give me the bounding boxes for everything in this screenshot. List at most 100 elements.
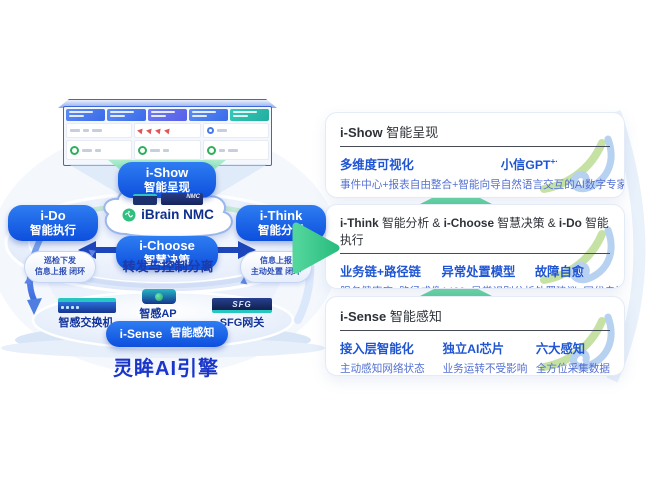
decor-bar [69, 111, 93, 113]
feature-description: 处置建议+网优自闭环 [535, 284, 624, 288]
left-arrow-shaft [94, 247, 118, 253]
card-title-zh: 智能执行 [340, 216, 609, 247]
card-title-en: i-Sense [340, 309, 387, 324]
port-dot [76, 306, 79, 309]
pill-zh-label: 智能感知 [170, 327, 215, 340]
decor-bar [95, 148, 101, 152]
card-title-en: i-Think [340, 216, 379, 230]
card-columns: 业务链+路径链 服务健康度+路径成像 异常处置模型 1400+异常识别分析 故障… [326, 254, 624, 288]
card-title: i-Show 智能呈现 [340, 122, 610, 147]
feature-column: 故障自愈 处置建议+网优自闭环 [534, 262, 624, 288]
device-marking: SFG [232, 299, 252, 309]
feature-heading: 多维度可视化 [340, 158, 414, 172]
decor-bar [192, 111, 216, 113]
dashboard-stat-row [66, 109, 269, 121]
decor-bar [69, 115, 85, 117]
dashboard-gauge-row [66, 140, 269, 160]
feature-heading: 独立AI芯片 [442, 342, 505, 356]
dashboard-stat-card [230, 109, 269, 121]
decor-bar [110, 111, 134, 113]
feature-heading-text: 小信GPT [500, 158, 551, 172]
feature-card-i-show: i-Show 智能呈现 多维度可视化 事件中心+报表自由整合+智能向导 小信GP… [325, 112, 625, 198]
feature-column: 接入层智能化 主动感知网络状态 [340, 339, 443, 375]
gauge-ring-icon [138, 145, 148, 155]
ibrain-brand-row: iBrain NMC [122, 207, 214, 222]
screen-bezel [58, 99, 277, 108]
feature-description: 服务健康度+路径成像 [340, 284, 442, 288]
dashboard-panel [66, 140, 133, 160]
loop-badge-left: 巡检下发 信息上报 闭环 [22, 247, 98, 287]
card-title-zh: 智慧决策 & [494, 216, 559, 230]
engine-title: 灵眸AI引擎 [113, 358, 219, 380]
card-title-zh: 智能呈现 [382, 125, 439, 140]
smart-ap-device [142, 289, 176, 304]
ibrain-logo-icon [122, 208, 136, 221]
decor-bar [163, 148, 170, 152]
feature-card-think-choose-do: i-Think 智能分析 & i-Choose 智慧决策 & i-Do 智能执行… [325, 204, 625, 289]
dashboard-stat-card [107, 109, 146, 121]
port-dot [71, 306, 74, 309]
card-columns: 接入层智能化 主动感知网络状态 独立AI芯片 业务运转不受影响 六大感知 全方位… [326, 331, 624, 375]
sfg-gateway-device: SFG [212, 298, 272, 313]
feature-heading: 小信GPT+· [500, 155, 624, 173]
badge-line: 巡检下发 [44, 256, 76, 266]
feature-column: 独立AI芯片 业务运转不受影响 [442, 339, 536, 375]
decor-bar [151, 115, 167, 117]
badge-line: 信息上报 闭环 [34, 267, 86, 276]
card-columns: 多维度可视化 事件中心+报表自由整合+智能向导 小信GPT+· 自然语言交互的A… [326, 147, 624, 192]
dashboard-panel [134, 123, 201, 138]
dashboard-stat-card [66, 109, 105, 121]
port-dot [66, 306, 69, 309]
decor-bar [227, 148, 238, 152]
feature-column: 小信GPT+· 自然语言交互的AI数字专家 [500, 155, 625, 192]
feature-description: 事件中心+报表自由整合+智能向导 [340, 179, 501, 191]
feature-column: 异常处置模型 1400+异常识别分析 [442, 262, 535, 288]
feature-column: 多维度可视化 事件中心+报表自由整合+智能向导 [340, 155, 501, 192]
card-title: i-Sense 智能感知 [340, 306, 610, 331]
i-do-pill: i-Do 智能执行 [8, 205, 98, 241]
feature-heading: 故障自愈 [534, 265, 585, 279]
decor-bar [70, 129, 80, 132]
separation-label: 转发与控制分离 [122, 259, 214, 274]
gauge-ring-icon [206, 145, 216, 155]
decor-bar [82, 148, 92, 152]
ap-led-icon [155, 292, 163, 301]
card-title-zh: 智能分析 & [378, 216, 444, 230]
trend-up-icon [146, 126, 155, 135]
feature-description: 自然语言交互的AI数字专家 [500, 179, 625, 191]
trend-up-icon [155, 126, 164, 135]
feature-heading: 业务链+路径链 [340, 265, 421, 279]
card-title-zh: 智能感知 [386, 309, 442, 324]
nmc-appliance-icon [133, 194, 157, 205]
feature-column: 六大感知 全方位采集数据 [536, 339, 610, 375]
pill-en-label: i-Choose [139, 237, 195, 253]
smart-switch-device [58, 298, 116, 313]
i-sense-pill: i-Sense 智能感知 [106, 321, 228, 347]
decor-bar [218, 148, 225, 152]
decor-bar [192, 115, 208, 117]
feature-description: 主动感知网络状态 [340, 363, 425, 375]
pill-en-label: i-Sense [119, 326, 163, 341]
decor-bar [233, 115, 249, 117]
sparkle-sup: +· [550, 156, 558, 166]
decor-bar [110, 115, 126, 117]
feature-column: 业务链+路径链 服务健康度+路径成像 [340, 262, 442, 288]
decor-bar [150, 148, 161, 152]
ibrain-nmc-cloud: NMC iBrain NMC [94, 186, 242, 240]
device-marking: NMC [186, 194, 200, 200]
decor-bar [83, 129, 89, 132]
port-dot [61, 306, 64, 309]
dashboard-metric-row [66, 123, 269, 138]
cloud-devices: NMC [133, 193, 203, 205]
feature-description: 1400+异常识别分析 [442, 284, 535, 288]
green-play-arrow-icon [292, 222, 340, 274]
cycle-arrow-icon [22, 277, 32, 287]
nmc-appliance-icon: NMC [161, 193, 203, 205]
dashboard-panel [66, 123, 133, 138]
device-label: 智感AP [139, 308, 177, 320]
card-title: i-Think 智能分析 & i-Choose 智慧决策 & i-Do 智能执行 [340, 214, 610, 254]
right-arrow-shaft [216, 247, 240, 253]
trend-up-icon [137, 126, 146, 135]
feature-card-i-sense: i-Sense 智能感知 接入层智能化 主动感知网络状态 独立AI芯片 业务运转… [325, 296, 625, 376]
